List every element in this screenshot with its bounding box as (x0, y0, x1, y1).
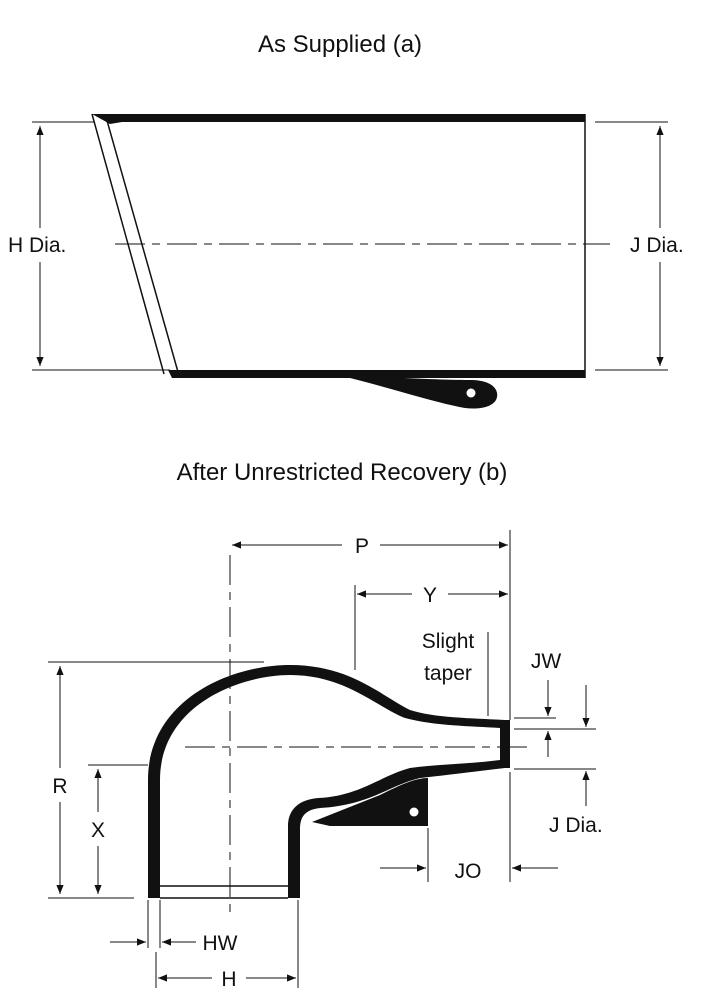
x-dimension: X (88, 764, 148, 894)
j-dia-dimension-b: J Dia. (514, 768, 603, 837)
mounting-hole-b (409, 807, 419, 817)
taper-note: Slight taper (422, 630, 489, 716)
j-dia-label-b: J Dia. (549, 814, 603, 837)
tube-as-supplied (91, 113, 586, 409)
figure-a: As Supplied (a) H Dia. (8, 31, 684, 409)
slight-label: Slight (422, 630, 475, 653)
figure-b-title: After Unrestricted Recovery (b) (177, 459, 508, 486)
p-dimension: P (232, 530, 511, 720)
x-label: X (91, 819, 105, 842)
h-dimension: H (155, 900, 299, 991)
y-dimension: Y (354, 584, 508, 670)
r-label: R (52, 775, 67, 798)
h-label: H (221, 968, 236, 991)
r-dimension: R (48, 661, 264, 899)
recovered-boot (148, 665, 510, 899)
jo-dimension: JO (380, 772, 558, 883)
mounting-tab-b (312, 778, 428, 826)
y-label: Y (423, 584, 437, 607)
j-dia-dimension-a: J Dia. (595, 121, 684, 371)
taper-label: taper (424, 662, 472, 685)
figure-b: After Unrestricted Recovery (b) P Y (48, 459, 603, 991)
j-dia-label-a: J Dia. (630, 234, 684, 257)
jw-dimension: JW (514, 650, 596, 757)
p-label: P (355, 535, 369, 558)
figure-a-title: As Supplied (a) (258, 31, 422, 58)
mounting-tab (350, 375, 498, 409)
hw-dimension: HW (110, 900, 238, 955)
hw-label: HW (203, 932, 238, 955)
jw-label: JW (531, 650, 562, 673)
h-dia-label: H Dia. (8, 234, 66, 257)
mounting-hole (466, 388, 476, 398)
h-dia-dimension: H Dia. (8, 121, 170, 371)
jo-label: JO (455, 860, 482, 883)
